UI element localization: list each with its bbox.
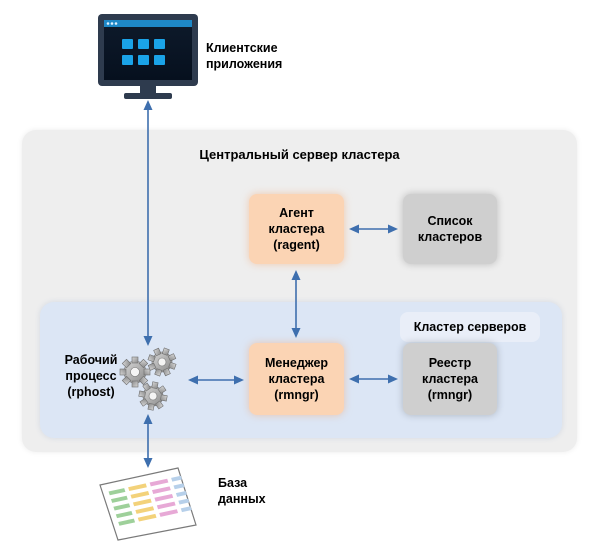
monitor-icon [98,14,198,99]
central-server-title: Центральный сервер кластера [199,147,400,162]
database-label: База данных [218,475,298,507]
cluster-registry-box: Реестр кластера (rmngr) [403,343,497,415]
arrow-worker-manager [188,375,244,385]
cluster-manager-box: Менеджер кластера (rmngr) [249,343,344,415]
worker-process-line1: Рабочий [64,353,118,367]
cluster-manager-line3: (rmngr) [274,388,319,402]
server-cluster-label: Кластер серверов [400,312,540,342]
cluster-list-line2: кластеров [417,230,483,244]
arrow-agent-manager [291,270,301,338]
client-applications-label: Клиентские приложения [206,40,316,72]
cluster-agent-line2: кластера [268,222,325,236]
worker-process-line2: процесс [65,369,117,383]
worker-process-label: Рабочий процесс (rphost) [52,352,130,400]
database-sheet-icon [99,467,197,541]
arrow-manager-registry [349,374,398,384]
cluster-list-line1: Список [427,214,473,228]
cluster-agent-line1: Агент [279,206,314,220]
gears-icon [119,347,177,411]
cluster-registry-line1: Реестр [428,356,472,370]
database-line2: данных [218,492,266,506]
cluster-agent-line3: (ragent) [273,238,320,252]
worker-process-line3: (rphost) [67,385,115,399]
database-line1: База [218,476,248,490]
arrow-agent-list [349,224,398,234]
cluster-registry-line3: (rmngr) [427,388,473,402]
cluster-list-box: Список кластеров [403,194,497,264]
client-applications-line1: Клиентские [206,41,278,55]
cluster-manager-line2: кластера [268,372,325,386]
cluster-manager-line1: Менеджер [264,356,329,370]
arrow-worker-database [143,414,153,468]
client-applications-line2: приложения [206,57,283,71]
arrow-clients-worker [143,100,153,346]
cluster-registry-line2: кластера [422,372,478,386]
cluster-agent-box: Агент кластера (ragent) [249,194,344,264]
